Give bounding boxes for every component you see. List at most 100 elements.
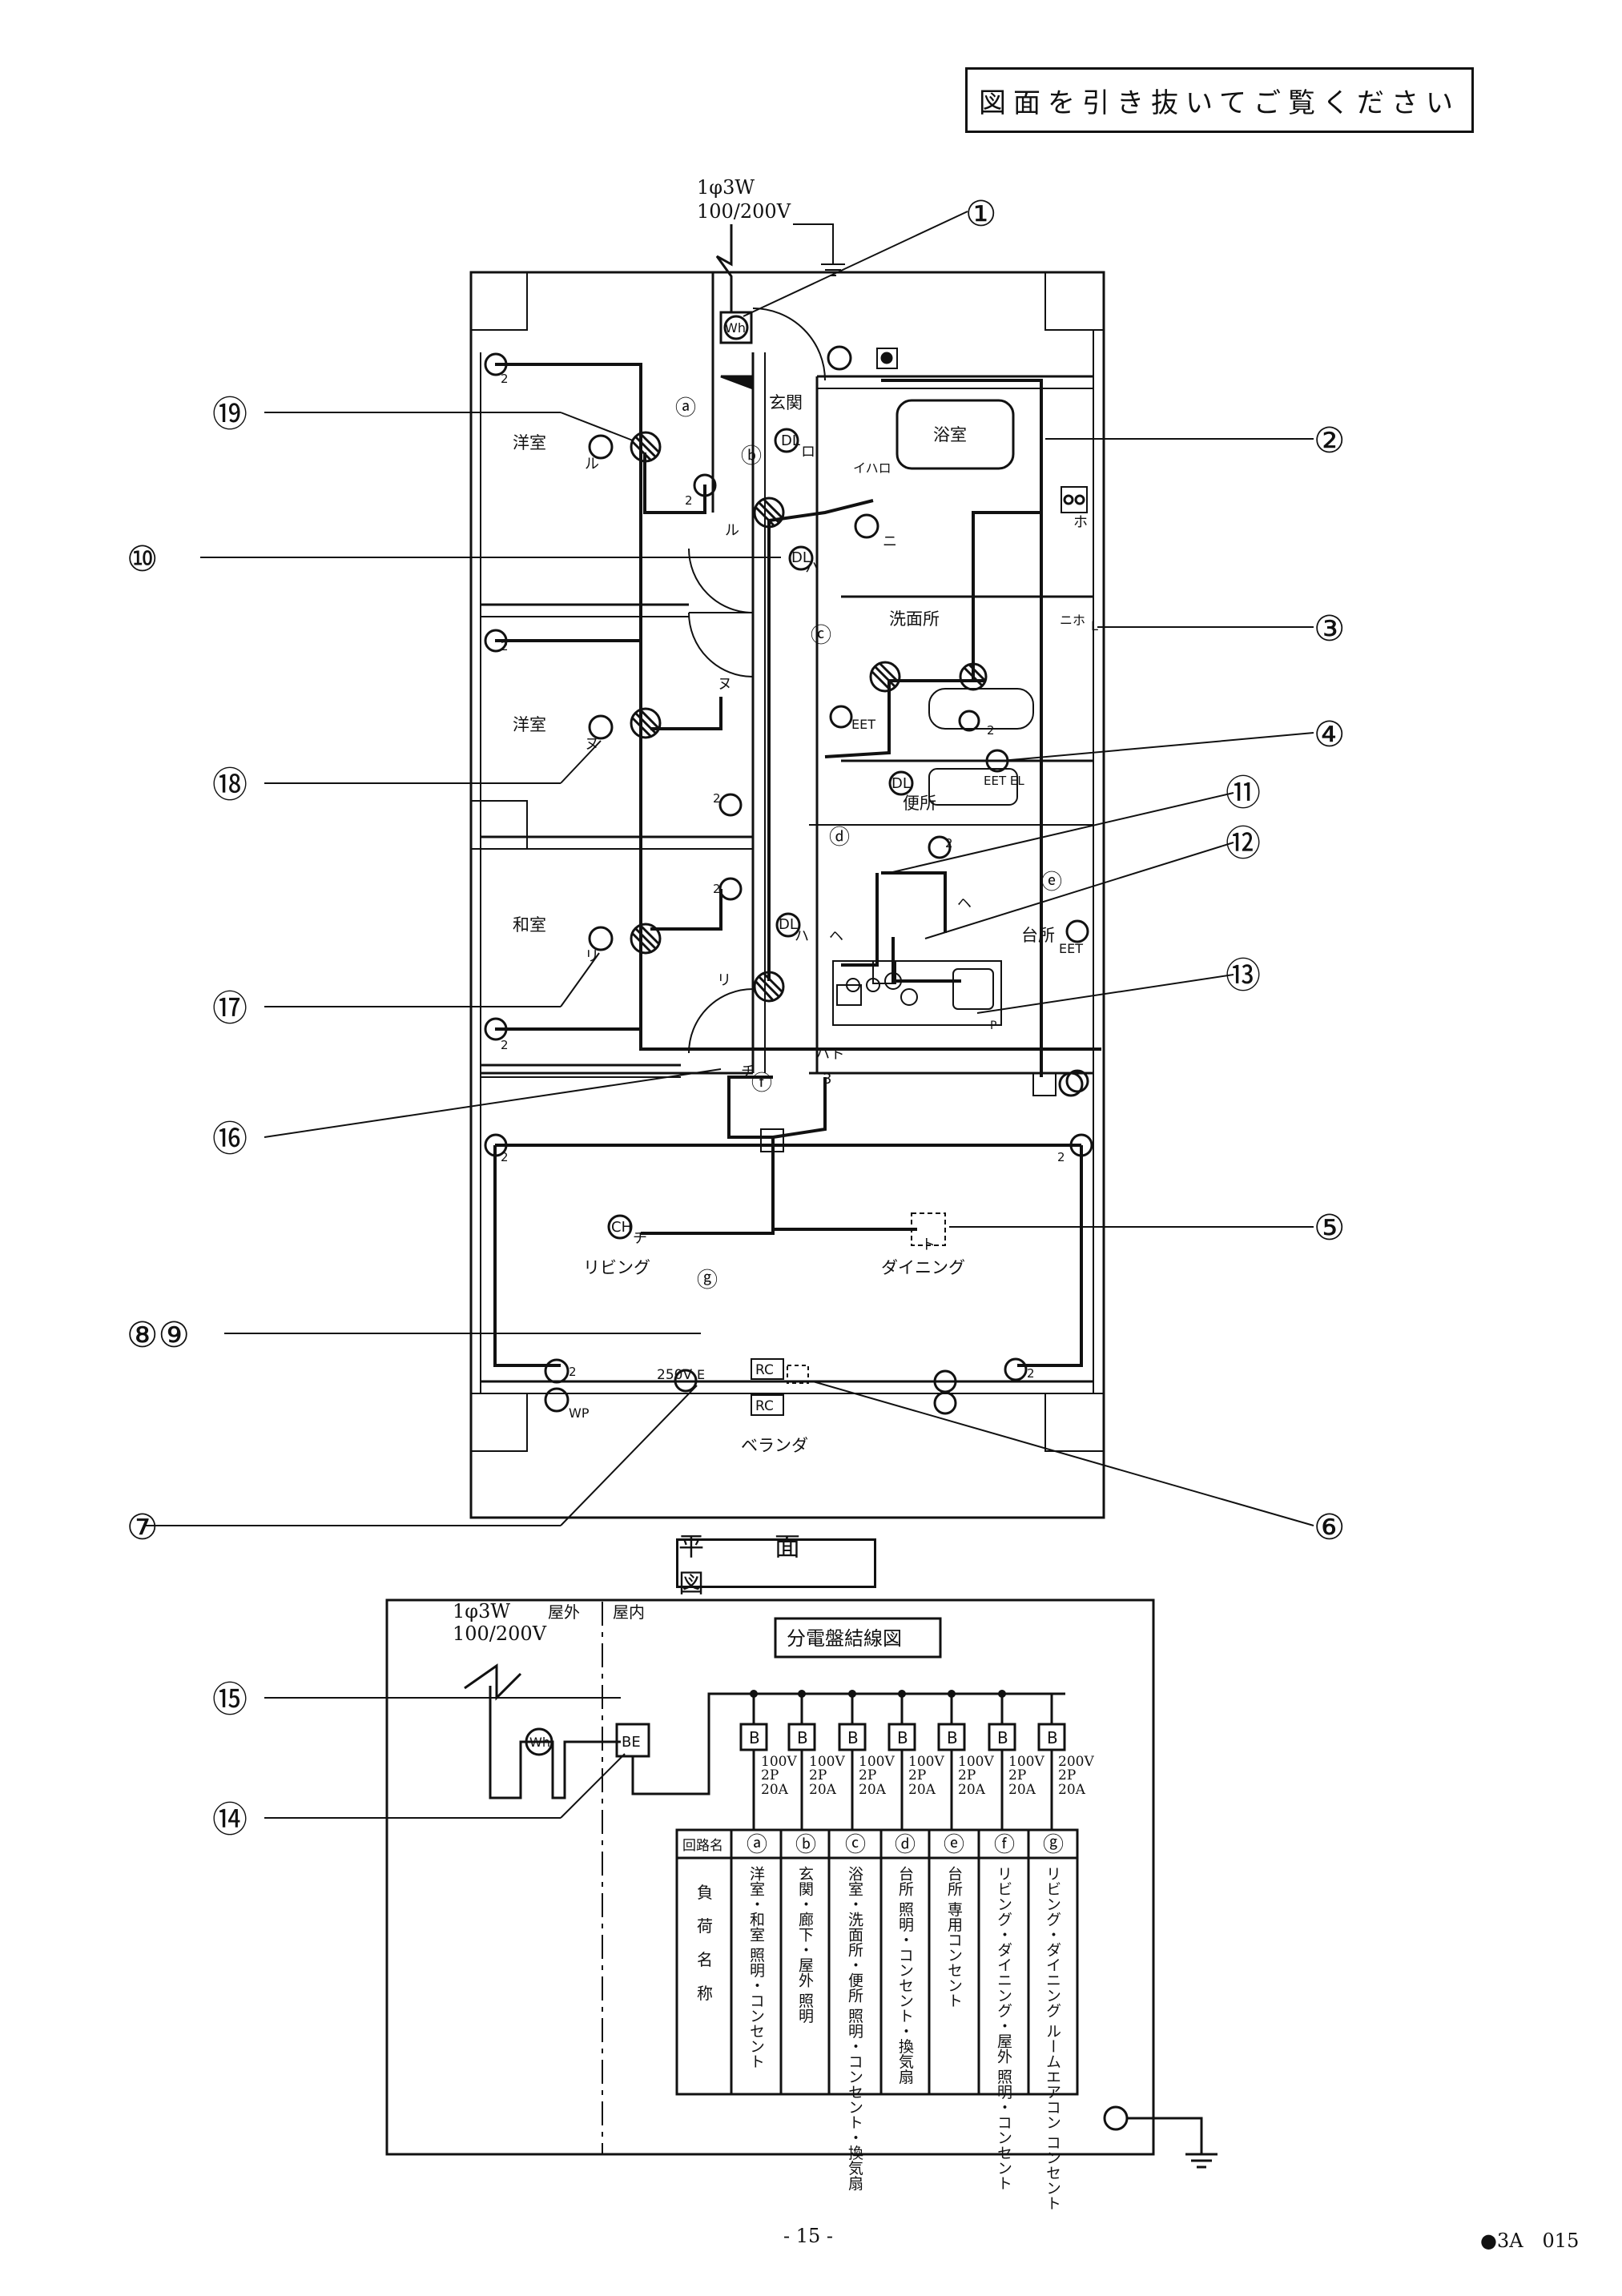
two-3: 2 (501, 639, 509, 653)
callout-11: ⑪ (1226, 773, 1261, 814)
load-f: リビング・ダイニング・屋外 照明・コンセント (995, 1866, 1012, 2190)
tag-d: ⓓ (829, 826, 850, 850)
breaker-2-a: 20A (809, 1782, 837, 1798)
svg-text:Wh: Wh (725, 320, 746, 336)
symbol-dl-2: DL (791, 549, 811, 566)
room-entrance: 玄関 (769, 393, 803, 412)
callout-3: ③ (1314, 609, 1345, 649)
plan-title: 平 面 図 (676, 1531, 876, 1598)
load-label-3: 名 (697, 1950, 713, 1969)
supply: 1φ3W 100/200V (697, 176, 845, 312)
label-ro: ロ (801, 444, 815, 460)
panel-supply-phase: 1φ3W (453, 1600, 510, 1622)
room-toilet: 便所 (903, 794, 936, 813)
symbol-rc-1: RC (755, 1362, 774, 1378)
label-to: ト (921, 1236, 936, 1253)
label-ri: リ (585, 948, 599, 965)
symbol-eet-2: EET EL (984, 774, 1024, 788)
callout-14: ⑭ (212, 1799, 248, 1840)
label-chi-2: チ (633, 1230, 647, 1247)
label-niho: ニホ (1060, 613, 1085, 628)
label-ho: ホ (1073, 514, 1088, 531)
symbol-250v: 250V (657, 1367, 692, 1383)
panel-outdoor: 屋外 (548, 1602, 580, 1622)
floor-plan (469, 271, 1105, 1519)
label-ru: ル (585, 456, 599, 472)
room-labels: 玄関 浴室 洋室 洋室 和室 洗面所 便所 台所 リビング ダイニング ベランダ (513, 393, 1055, 1455)
symbol-rc-2: RC (755, 1398, 774, 1414)
room-dining: ダイニング (881, 1258, 965, 1277)
panel-texts: 1φ3W 100/200V 屋外 屋内 分電盤結線図 Wh BE B B B B… (453, 1600, 1094, 2210)
panel-indoor: 屋内 (613, 1602, 645, 1622)
table-header: 回路名 (682, 1838, 723, 1854)
symbol-wp: WP (569, 1405, 590, 1421)
breaker-6-a: 20A (1008, 1782, 1036, 1798)
breaker-b-5: B (947, 1728, 958, 1747)
two-4: 2 (713, 791, 721, 806)
table-tag-d: ⓓ (895, 1833, 916, 1857)
room-living: リビング (583, 1258, 650, 1277)
breaker-4-a: 20A (908, 1782, 936, 1798)
tag-f: ⓕ (751, 1072, 772, 1096)
load-label-1: 負 (697, 1883, 713, 1902)
breaker-3-a: 20A (859, 1782, 887, 1798)
panel-title: 分電盤結線図 (787, 1627, 902, 1650)
two-1: 2 (501, 372, 509, 386)
load-d: 台所 照明・コンセント・換気扇 (896, 1866, 914, 2085)
panel-wh: Wh (529, 1735, 550, 1750)
tag-c: ⓒ (811, 624, 831, 648)
table-tag-b: ⓑ (795, 1833, 816, 1857)
symbol-dl-3: DL (891, 775, 911, 792)
callout-7: ⑦ (127, 1507, 158, 1548)
table-tag-f: ⓕ (994, 1833, 1015, 1857)
callout-2: ② (1314, 420, 1345, 461)
breaker-3-p: 2P (859, 1767, 876, 1783)
callout-numbers: ① ② ③ ④ ⑤ ⑥ ⑦ ⑧⑨ ⑩ ⑪ ⑫ ⑬ ⑭ ⑮ ⑯ ⑰ ⑱ ⑲ (127, 194, 1345, 1840)
breaker-1-a: 20A (761, 1782, 789, 1798)
callout-6: ⑥ (1314, 1507, 1345, 1548)
breaker-2-v: 100V (809, 1754, 845, 1770)
symbol-dl-1: DL (781, 432, 800, 449)
tag-g: ⓖ (697, 1269, 718, 1293)
two-10: 2 (945, 836, 953, 850)
breaker-4-v: 100V (908, 1754, 944, 1770)
symbol-texts: DL DL DL DL CH RC RC EET EET EL EET WP 2… (501, 372, 1098, 1421)
table-tag-g: ⓖ (1043, 1833, 1064, 1857)
load-e: 台所 専用コンセント (945, 1866, 963, 2008)
header-note: 図面を引き抜いてご覧ください (965, 67, 1474, 133)
callout-16: ⑯ (212, 1119, 248, 1160)
load-c: 浴室・洗面所・便所 照明・コンセント・換気扇 (846, 1866, 863, 2191)
two-5: 2 (713, 882, 721, 896)
breaker-1-p: 2P (761, 1767, 779, 1783)
room-veranda: ベランダ (741, 1436, 808, 1455)
document-code: ●3A 015 (1480, 2230, 1580, 2252)
two-2: 2 (685, 493, 693, 508)
supply-phase: 1φ3W (697, 176, 755, 199)
two-11: 2 (569, 1365, 577, 1379)
label-ha: ハ (805, 560, 819, 577)
callout-15: ⑮ (212, 1679, 248, 1720)
tag-b: ⓑ (741, 444, 762, 468)
breaker-b-3: B (847, 1728, 859, 1747)
label-he: ヘ (829, 928, 843, 945)
table-tag-c: ⓒ (845, 1833, 866, 1857)
two-9: 2 (987, 723, 995, 738)
label-ru-2: ル (725, 522, 739, 539)
callout-18: ⑱ (212, 765, 248, 806)
callout-1: ① (965, 194, 996, 235)
load-g: リビング・ダイニング ルームエアコン コンセント (1044, 1866, 1061, 2210)
load-label-4: 称 (697, 1984, 713, 2003)
label-ha-2: ハ (795, 928, 809, 945)
label-ni: ニ (883, 533, 897, 550)
breaker-1-v: 100V (761, 1754, 797, 1770)
breaker-5-v: 100V (958, 1754, 994, 1770)
callouts (144, 211, 1314, 1819)
breaker-5-a: 20A (958, 1782, 986, 1798)
breaker-6-p: 2P (1008, 1767, 1026, 1783)
breaker-b-2: B (797, 1728, 808, 1747)
breaker-7-v: 200V (1058, 1754, 1094, 1770)
page-number: - 15 - (783, 2225, 834, 2247)
two-6: 2 (501, 1038, 509, 1052)
two-7: 2 (501, 1150, 509, 1164)
